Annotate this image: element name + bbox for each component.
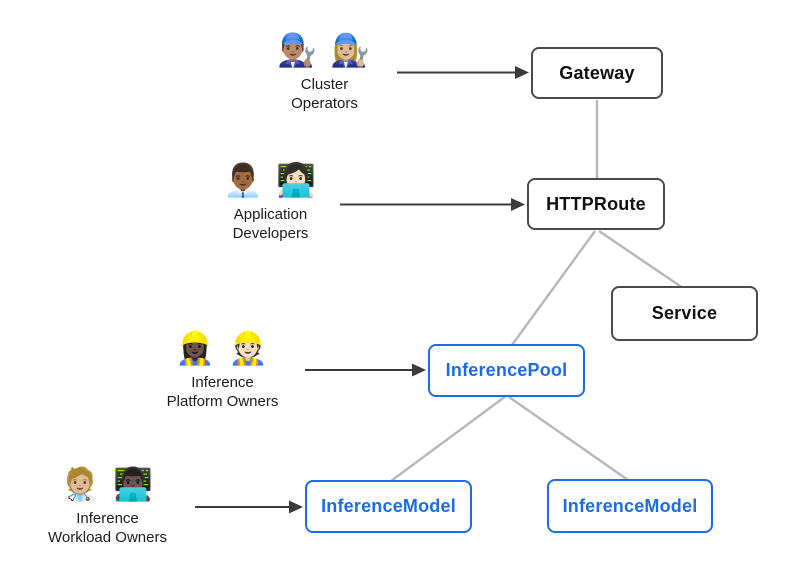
- construction-workers-emoji-icon: 👷🏿‍♀️ 👷🏻: [175, 330, 270, 366]
- node-gateway: Gateway: [531, 47, 663, 99]
- node-label: InferenceModel: [562, 495, 698, 516]
- node-service: Service: [611, 286, 758, 341]
- mechanics-emoji-icon: 👨🏽‍🔧 👩🏼‍🔧: [277, 32, 372, 68]
- workload-owners-emoji-icon: 🧑🏼‍⚕️ 👨🏿‍💻: [60, 466, 155, 502]
- persona-label: Inference Platform Owners: [166, 374, 279, 410]
- developers-emoji-icon: 👨🏾‍💼 👩🏻‍💻: [223, 162, 318, 198]
- edge-httproute-service: [598, 229, 684, 290]
- arrowhead-icon: [289, 500, 303, 514]
- arrowhead-icon: [412, 363, 426, 377]
- persona-label: Cluster Operators: [291, 76, 358, 112]
- edge-inferencepool-inferencemodel-left: [390, 394, 507, 483]
- persona-label: Inference Workload Owners: [48, 510, 167, 546]
- arrowhead-icon: [511, 198, 525, 211]
- node-label: InferenceModel: [321, 496, 456, 516]
- node-label: InferencePool: [445, 360, 568, 380]
- persona-inference-workload-owners: 🧑🏼‍⚕️ 👨🏿‍💻 Inference Workload Owners: [27, 462, 188, 547]
- persona-label: Application Developers: [232, 206, 309, 242]
- node-httproute: HTTPRoute: [527, 178, 665, 230]
- persona-cluster-operators: 👨🏽‍🔧 👩🏼‍🔧 Cluster Operators: [244, 28, 405, 113]
- node-label: Gateway: [559, 62, 635, 83]
- node-inferencepool: InferencePool: [428, 344, 585, 397]
- persona-application-developers: 👨🏾‍💼 👩🏻‍💻 Application Developers: [190, 158, 351, 243]
- node-inferencemodel-left: InferenceModel: [305, 480, 472, 533]
- edge-httproute-inferencepool: [510, 230, 597, 346]
- arrowhead-icon: [515, 66, 529, 79]
- node-label: HTTPRoute: [546, 193, 646, 214]
- node-label: Service: [651, 303, 718, 323]
- edge-inferencepool-inferencemodel-right: [508, 395, 629, 482]
- persona-inference-platform-owners: 👷🏿‍♀️ 👷🏻 Inference Platform Owners: [142, 326, 303, 411]
- node-inferencemodel-right: InferenceModel: [547, 479, 713, 533]
